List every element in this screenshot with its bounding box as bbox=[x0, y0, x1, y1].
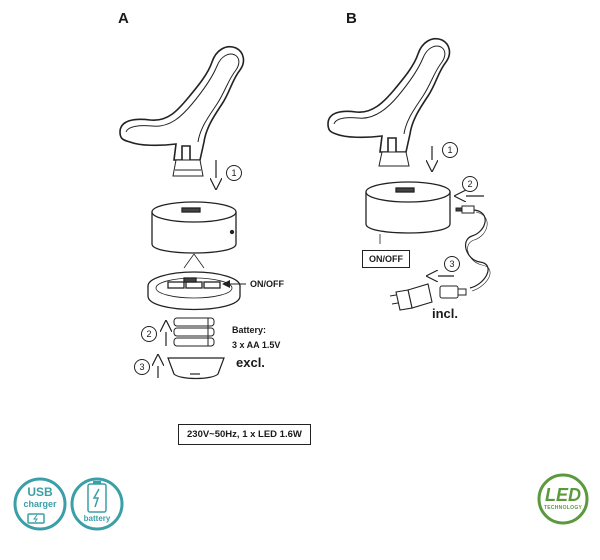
on-off-label-b: ON/OFF bbox=[362, 250, 410, 268]
led-badge-subtext: TECHNOLOGY bbox=[543, 505, 583, 511]
projection-lines-a bbox=[183, 253, 205, 269]
step-number-b3: 3 bbox=[444, 256, 460, 272]
battery-label: Battery: bbox=[232, 325, 267, 335]
usb-badge-subtext: charger bbox=[23, 499, 57, 509]
excl-label: excl. bbox=[236, 355, 265, 370]
step-number-b2: 2 bbox=[462, 176, 478, 192]
usb-charger-badge bbox=[13, 477, 67, 531]
panel-letter-b: B bbox=[346, 10, 357, 27]
usb-badge-text: USB bbox=[27, 485, 53, 499]
usb-a-end-b bbox=[439, 285, 467, 299]
stand-a bbox=[172, 159, 204, 177]
stand-b bbox=[378, 151, 410, 167]
battery-cover-a bbox=[167, 357, 225, 380]
on-off-label-a: ON/OFF bbox=[250, 279, 284, 289]
power-spec-box: 230V~50Hz, 1 x LED 1.6W bbox=[178, 424, 311, 445]
dinosaur-outline-b bbox=[327, 38, 451, 153]
incl-label: incl. bbox=[432, 306, 459, 321]
step-number-a3: 3 bbox=[134, 359, 150, 375]
base-cylinder-a bbox=[151, 201, 237, 254]
battery-badge bbox=[70, 477, 124, 531]
wall-adapter-b bbox=[389, 283, 433, 311]
led-technology-badge bbox=[537, 473, 589, 525]
battery-spec: 3 x AA 1.5V bbox=[232, 340, 281, 350]
step-number-a2: 2 bbox=[141, 326, 157, 342]
panel-letter-a: A bbox=[118, 10, 129, 27]
base-cylinder-b bbox=[365, 181, 451, 244]
battery-badge-text: battery bbox=[83, 514, 111, 523]
batteries-a bbox=[173, 317, 215, 347]
step-number-b1: 1 bbox=[442, 142, 458, 158]
led-badge-text: LED bbox=[545, 485, 581, 505]
usb-plug-b bbox=[455, 205, 475, 214]
dinosaur-outline-a bbox=[119, 46, 245, 161]
step-number-a1: 1 bbox=[226, 165, 242, 181]
usb-cable-b bbox=[464, 209, 489, 289]
battery-base-a bbox=[147, 271, 241, 311]
